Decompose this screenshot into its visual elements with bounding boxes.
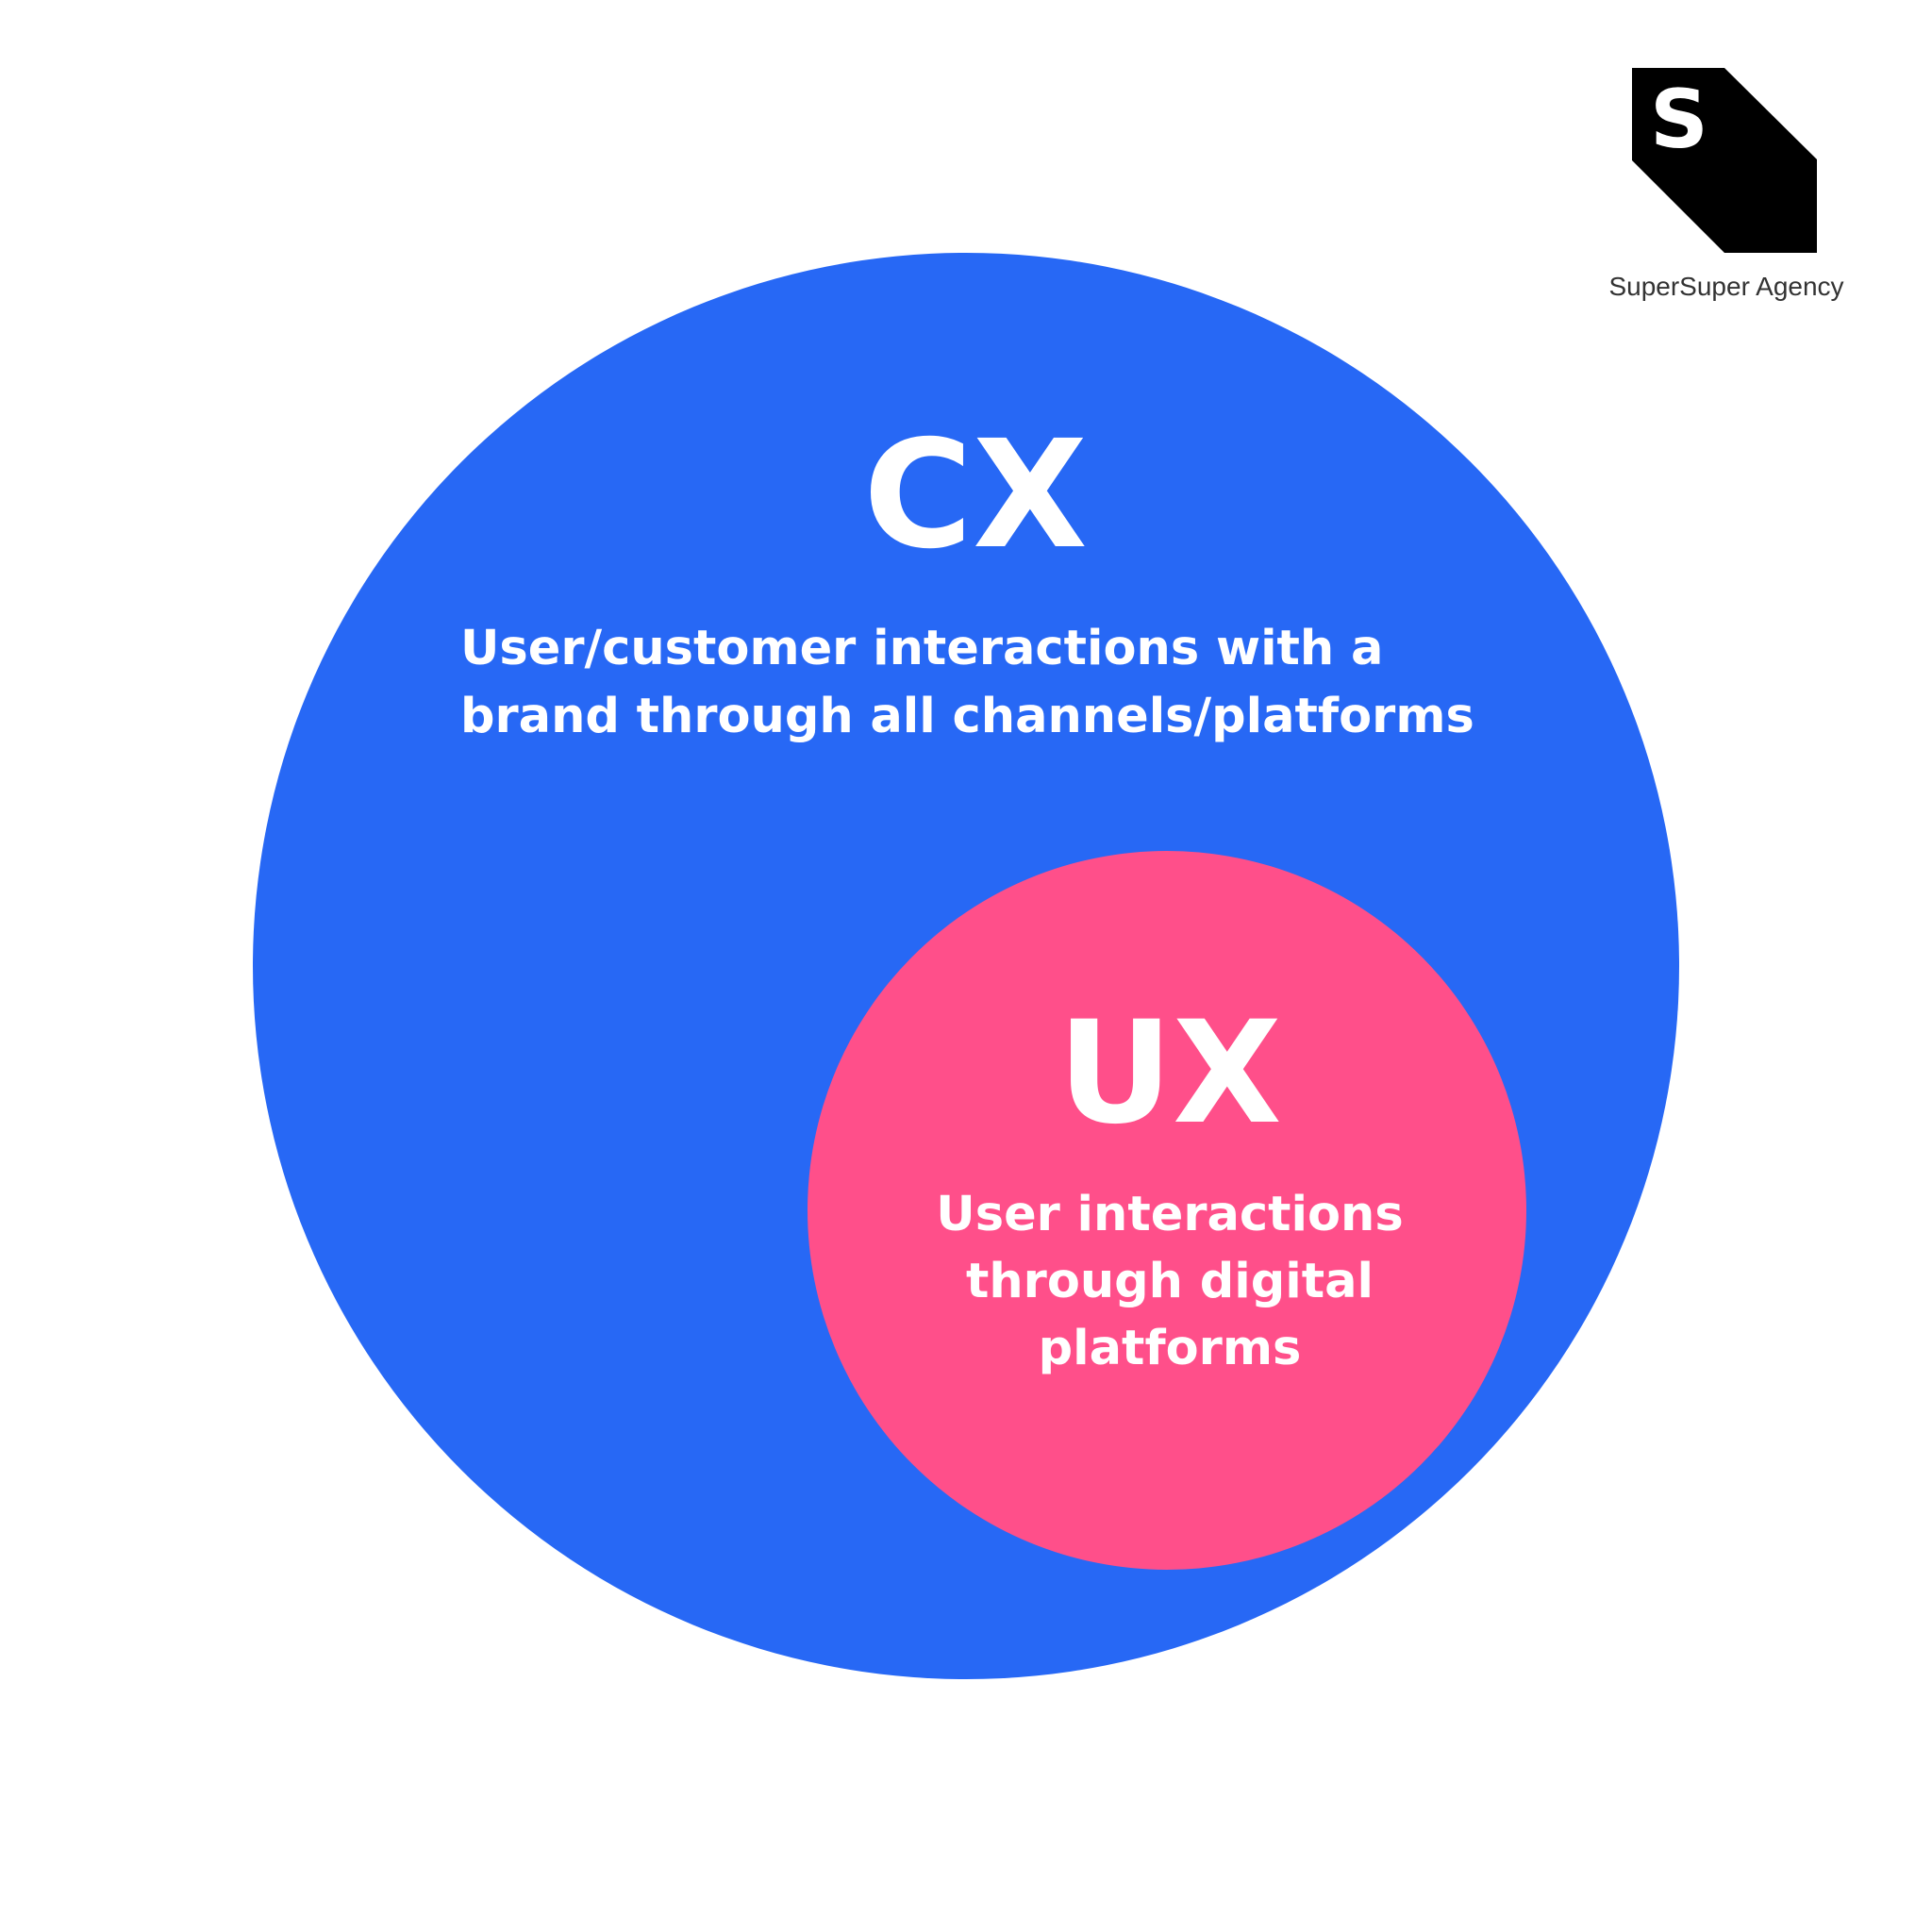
ux-description-line: through digital xyxy=(965,1254,1374,1309)
ux-circle xyxy=(808,851,1526,1570)
brand-name: SuperSuper Agency xyxy=(1608,272,1844,301)
ux-description-line: User interactions xyxy=(936,1187,1404,1242)
ux-description-line: platforms xyxy=(1038,1321,1302,1376)
cx-title: CX xyxy=(863,408,1088,582)
ux-title: UX xyxy=(1058,991,1282,1156)
cx-description: User/customer interactions with a brand … xyxy=(415,615,1547,751)
cx-description-line: User/customer interactions with a xyxy=(460,621,1384,676)
brand-logo-icon: S xyxy=(1632,68,1817,253)
logo-letter: S xyxy=(1650,73,1708,167)
ux-description: User interactions through digital platfo… xyxy=(849,1181,1491,1382)
cx-description-line: brand through all channels/platforms xyxy=(460,689,1474,744)
